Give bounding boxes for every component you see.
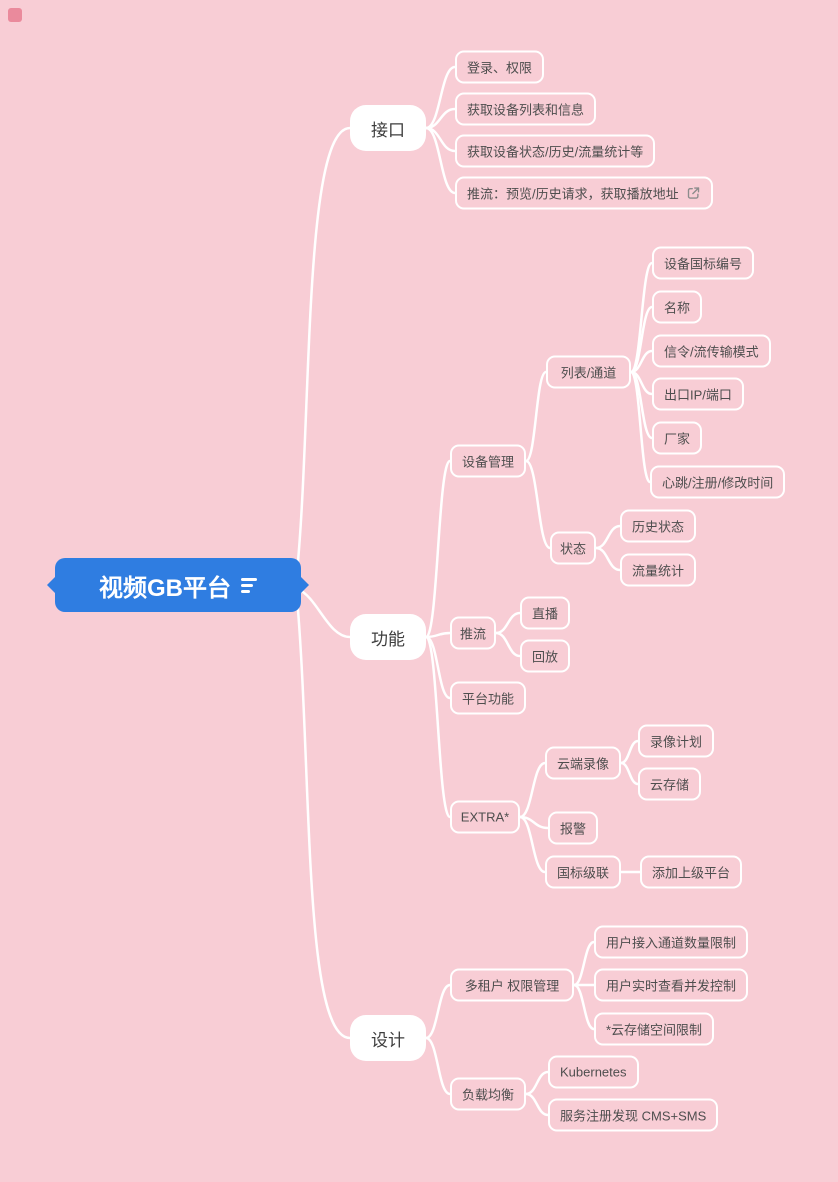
node-list-channel[interactable]: 列表/通道 xyxy=(546,355,631,389)
connector xyxy=(518,761,547,819)
connector xyxy=(629,261,654,374)
node-platform-functions[interactable]: 平台功能 xyxy=(450,681,527,715)
central-topic[interactable]: 视频GB平台 xyxy=(55,558,301,612)
node-service-registry[interactable]: 服务注册发现 CMS+SMS xyxy=(548,1098,719,1132)
node-manufacturer[interactable]: 厂家 xyxy=(652,421,703,455)
central-topic-label: 视频GB平台 xyxy=(99,574,231,602)
connector xyxy=(524,459,552,550)
connector xyxy=(296,587,352,639)
connector xyxy=(518,815,547,874)
hamburger-icon[interactable] xyxy=(241,577,257,593)
node-status[interactable]: 状态 xyxy=(550,531,596,565)
connector xyxy=(524,1070,550,1096)
connector xyxy=(594,524,622,550)
node-add-upper-platform[interactable]: 添加上级平台 xyxy=(640,855,743,889)
node-history-status[interactable]: 历史状态 xyxy=(620,509,697,543)
node-load-balancing[interactable]: 负载均衡 xyxy=(450,1077,526,1111)
connector xyxy=(424,1036,452,1096)
connector xyxy=(524,370,548,463)
node-login-permissions[interactable]: 登录、权限 xyxy=(455,50,545,84)
branch-design[interactable]: 设计 xyxy=(350,1015,426,1061)
external-link-icon[interactable] xyxy=(686,186,701,201)
connector xyxy=(494,631,522,658)
node-multi-tenant-permission[interactable]: 多租户 权限管理 xyxy=(450,968,574,1002)
node-cloud-storage-space-limit[interactable]: *云存储空间限制 xyxy=(594,1012,715,1046)
connector xyxy=(424,983,452,1040)
connector xyxy=(424,635,452,700)
corner-marker xyxy=(8,8,22,22)
connector xyxy=(619,761,640,786)
node-playback[interactable]: 回放 xyxy=(520,639,571,673)
node-alarm[interactable]: 报警 xyxy=(548,811,599,845)
node-extra[interactable]: EXTRA* xyxy=(450,800,520,834)
connector xyxy=(295,596,352,1040)
node-kubernetes[interactable]: Kubernetes xyxy=(548,1055,639,1089)
branch-interface[interactable]: 接口 xyxy=(350,105,426,151)
connector xyxy=(295,126,352,574)
node-live[interactable]: 直播 xyxy=(520,596,571,630)
node-device-status-history[interactable]: 获取设备状态/历史/流量统计等 xyxy=(455,134,656,168)
node-stream[interactable]: 推流 xyxy=(450,616,496,650)
branch-function[interactable]: 功能 xyxy=(350,614,426,660)
node-signaling-transport-mode[interactable]: 信令/流传输模式 xyxy=(652,334,771,368)
node-cloud-recording[interactable]: 云端录像 xyxy=(545,746,621,780)
connector xyxy=(619,739,640,765)
node-heartbeat-register-time[interactable]: 心跳/注册/修改时间 xyxy=(650,465,786,499)
node-stream-request-label: 推流：预览/历史请求，获取播放地址 xyxy=(467,186,679,202)
connector xyxy=(572,983,596,1031)
connector xyxy=(424,126,457,195)
connector xyxy=(424,635,452,819)
node-recording-plan[interactable]: 录像计划 xyxy=(638,724,715,758)
connector xyxy=(629,370,652,484)
node-name[interactable]: 名称 xyxy=(652,290,703,324)
node-device-management[interactable]: 设备管理 xyxy=(450,444,526,478)
connector xyxy=(524,1092,550,1117)
connector xyxy=(572,940,596,987)
connector xyxy=(424,459,452,639)
connector xyxy=(594,546,622,572)
node-gb-cascade[interactable]: 国标级联 xyxy=(545,855,621,889)
node-cloud-storage[interactable]: 云存储 xyxy=(638,767,702,801)
node-traffic-stats[interactable]: 流量统计 xyxy=(620,553,697,587)
connector xyxy=(494,611,522,635)
node-gb-number[interactable]: 设备国标编号 xyxy=(652,246,755,280)
node-egress-ip-port[interactable]: 出口IP/端口 xyxy=(652,377,744,411)
node-stream-request[interactable]: 推流：预览/历史请求，获取播放地址 xyxy=(455,176,713,210)
node-user-channel-limit[interactable]: 用户接入通道数量限制 xyxy=(594,925,749,959)
node-user-concurrency-control[interactable]: 用户实时查看并发控制 xyxy=(594,968,749,1002)
node-device-list-info[interactable]: 获取设备列表和信息 xyxy=(455,92,597,126)
